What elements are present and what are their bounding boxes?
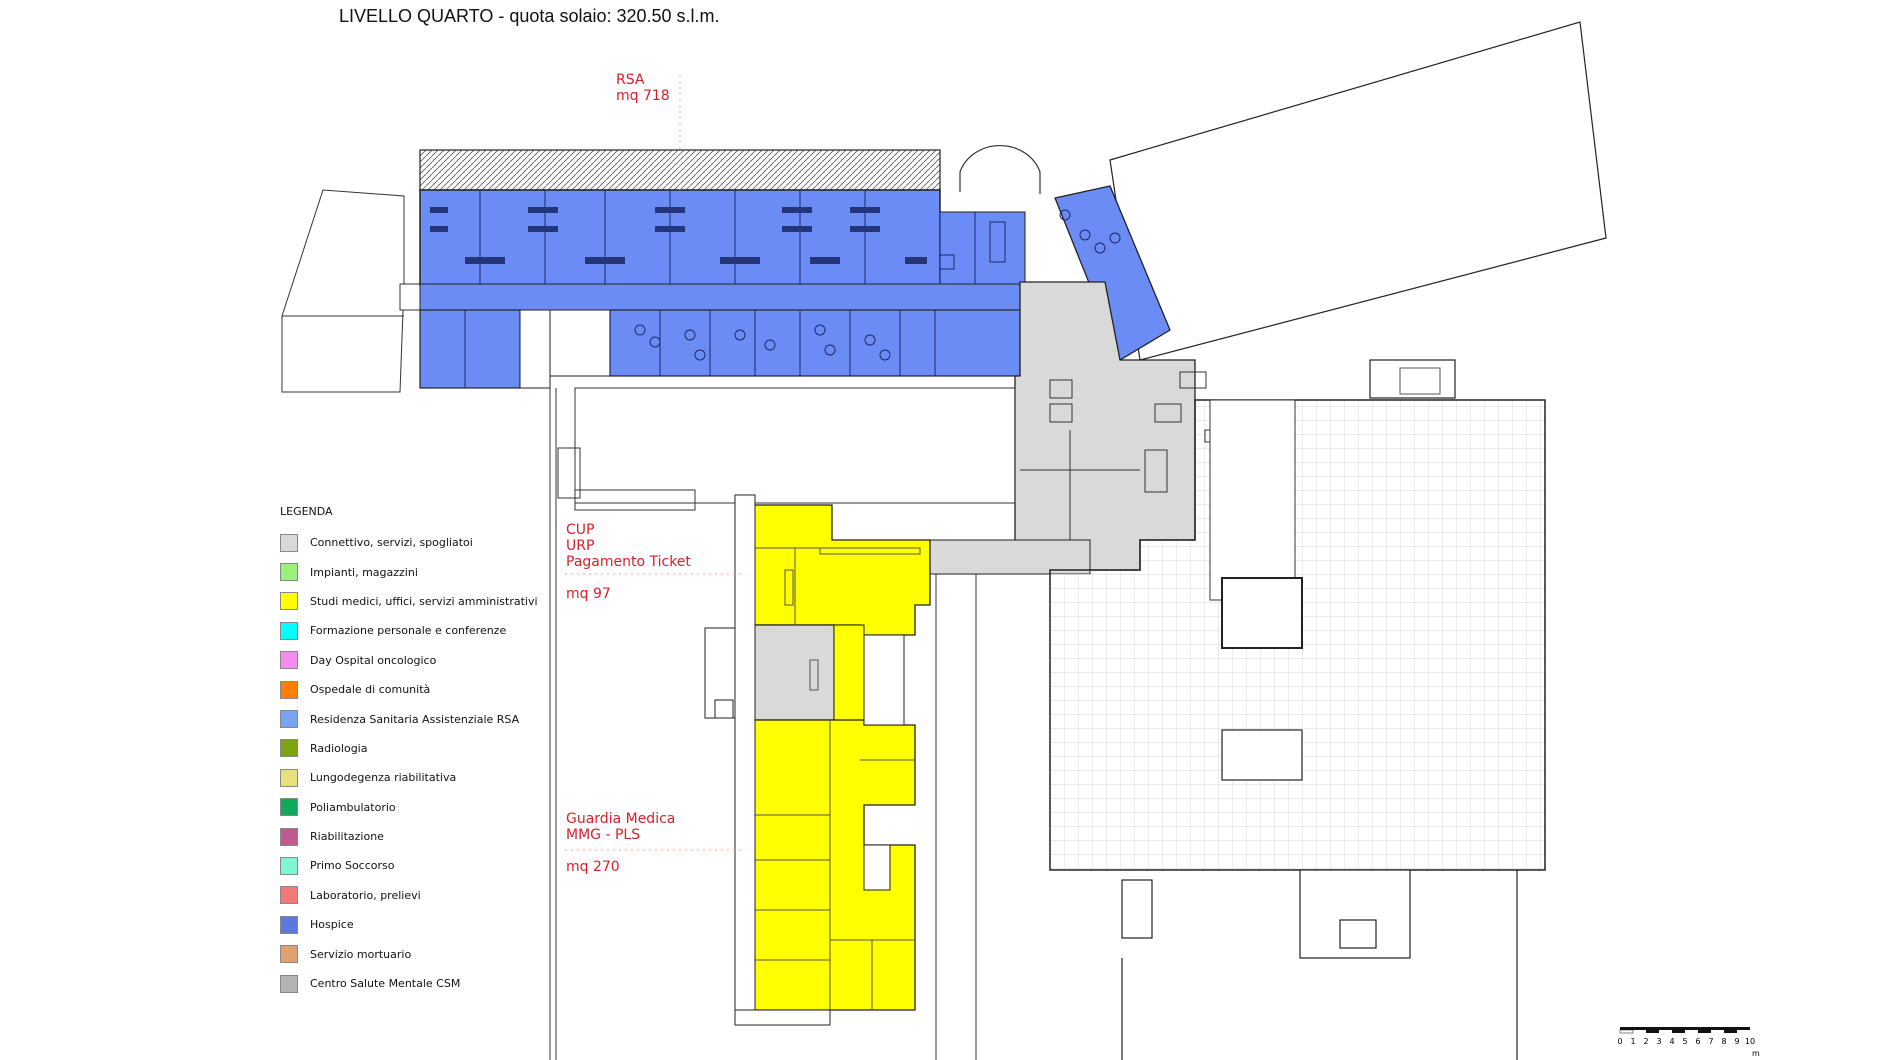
legend-item: Lungodegenza riabilitativa	[280, 763, 538, 792]
rsa-zone-label: RSA mq 718	[616, 72, 670, 104]
legend-swatch	[280, 768, 298, 787]
legend-item: Ospedale di comunità	[280, 675, 538, 704]
scale-tick-label: 3	[1656, 1037, 1661, 1046]
scale-tick-label: 6	[1695, 1037, 1700, 1046]
legend-swatch	[280, 739, 298, 758]
legend-item: Laboratorio, prelievi	[280, 881, 538, 910]
legend-swatch	[280, 974, 298, 993]
legend-item: Servizio mortuario	[280, 939, 538, 968]
legend-label: Laboratorio, prelievi	[310, 888, 421, 902]
legend-item: Formazione personale e conferenze	[280, 616, 538, 645]
legend-label: Hospice	[310, 918, 354, 932]
north-east-block	[1109, 21, 1607, 361]
legend-title: LEGENDA	[280, 505, 333, 518]
legend-item: Riabilitazione	[280, 822, 538, 851]
legend-swatch	[280, 533, 298, 552]
legend-swatch	[280, 621, 298, 640]
legend-label: Riabilitazione	[310, 830, 384, 844]
legend-swatch	[280, 945, 298, 964]
left-annex	[281, 189, 429, 393]
guardia-area: mq 270	[566, 859, 620, 875]
legend-label: Residenza Sanitaria Assistenziale RSA	[310, 712, 520, 726]
legend-label: Connettivo, servizi, spogliatoi	[310, 536, 473, 550]
cup-line-3: Pagamento Ticket	[566, 554, 691, 570]
guardia-line-1: Guardia Medica	[566, 811, 676, 827]
cup-area: mq 97	[566, 586, 611, 602]
legend-item: Studi medici, uffici, servizi amministra…	[280, 587, 538, 616]
scale-tick-label: 4	[1669, 1037, 1674, 1046]
legend-swatch	[280, 827, 298, 846]
scale-tick-label: 5	[1682, 1037, 1687, 1046]
legend-swatch	[280, 886, 298, 905]
legend-label: Impianti, magazzini	[310, 565, 418, 579]
legend-item: Residenza Sanitaria Assistenziale RSA	[280, 704, 538, 733]
guardia-zone-label: Guardia Medica MMG - PLS mq 270	[566, 811, 675, 875]
scale-tick-label: 8	[1721, 1037, 1726, 1046]
office-wing	[751, 504, 931, 1011]
scale-tick-label: 1	[1630, 1037, 1635, 1046]
legend-label: Centro Salute Mentale CSM	[310, 977, 461, 991]
south-east-stairs	[1121, 869, 1518, 1060]
rsa-name: RSA	[616, 72, 645, 88]
legend-swatch	[280, 710, 298, 729]
scale-tick-label: 2	[1643, 1037, 1648, 1046]
west-stair	[704, 494, 831, 1026]
cup-line-2: URP	[566, 538, 595, 554]
legend-label: Day Ospital oncologico	[310, 653, 437, 667]
legend-swatch	[280, 651, 298, 670]
legend-label: Primo Soccorso	[310, 859, 395, 873]
legend-label: Studi medici, uffici, servizi amministra…	[310, 594, 538, 608]
rsa-area: mq 718	[616, 88, 670, 104]
legend-item: Primo Soccorso	[280, 851, 538, 880]
scale-tick-label: 10	[1745, 1037, 1755, 1046]
legend-item: Day Ospital oncologico	[280, 646, 538, 675]
legend-swatch	[280, 680, 298, 699]
legend-swatch	[280, 592, 298, 611]
east-terrace	[1049, 359, 1546, 871]
cup-zone-label: CUP URP Pagamento Ticket mq 97	[566, 522, 691, 602]
legend-item: Centro Salute Mentale CSM	[280, 969, 538, 998]
guardia-line-2: MMG - PLS	[566, 827, 641, 843]
scale-tick-label: 9	[1734, 1037, 1739, 1046]
scale-tick-label: 0	[1617, 1037, 1622, 1046]
cup-line-1: CUP	[566, 522, 595, 538]
legend-swatch	[280, 915, 298, 934]
legend-item: Hospice	[280, 910, 538, 939]
legend-label: Lungodegenza riabilitativa	[310, 771, 457, 785]
legend-swatch	[280, 798, 298, 817]
legend-swatch	[280, 563, 298, 582]
legend-item: Poliambulatorio	[280, 793, 538, 822]
legend-label: Formazione personale e conferenze	[310, 624, 507, 638]
courtyard-outlines	[549, 387, 1016, 1060]
rsa-wing	[419, 185, 1171, 389]
legend-item: Radiologia	[280, 734, 538, 763]
legend-label: Ospedale di comunità	[310, 683, 431, 697]
legend-item: Connettivo, servizi, spogliatoi	[280, 528, 538, 557]
legend-label: Radiologia	[310, 741, 368, 755]
legend-label: Poliambulatorio	[310, 800, 396, 814]
plan-title: LIVELLO QUARTO - quota solaio: 320.50 s.…	[339, 6, 720, 26]
scale-unit-label: m	[1752, 1049, 1760, 1058]
connective-core	[924, 281, 1218, 575]
legend-item: Impianti, magazzini	[280, 557, 538, 586]
legend-label: Servizio mortuario	[310, 947, 412, 961]
zone-markers	[565, 75, 745, 851]
legend-swatch	[280, 856, 298, 875]
apse	[959, 144, 1041, 194]
scale-tick-label: 7	[1708, 1037, 1713, 1046]
